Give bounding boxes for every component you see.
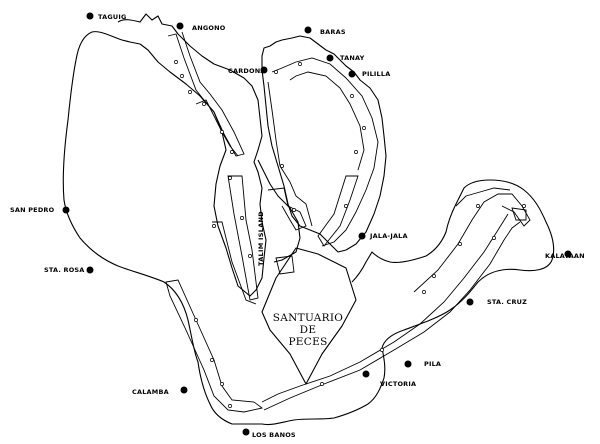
label-pililla: PILILLA xyxy=(362,70,390,78)
marker-pila xyxy=(404,360,412,368)
marker-tanay xyxy=(326,54,334,62)
label-sta-cruz: STA. CRUZ xyxy=(487,298,527,306)
label-cardona: CARDONA xyxy=(228,67,266,75)
label-talim-island: TALIM ISLAND xyxy=(257,211,265,266)
sanctuary-boundary xyxy=(261,247,357,385)
label-baras: BARAS xyxy=(320,28,346,36)
lake-shoreline xyxy=(62,13,555,426)
marker-angono xyxy=(176,22,184,30)
marker-cardona xyxy=(260,66,268,74)
town-markers xyxy=(62,12,572,436)
town-labels: TAGUIG ANGONO BARAS TANAY CARDONA PILILL… xyxy=(10,13,585,439)
label-pila: PILA xyxy=(424,360,441,368)
label-tanay: TANAY xyxy=(340,54,365,62)
label-calamba: CALAMBA xyxy=(132,388,169,396)
sanctuary-line-3: PECES xyxy=(288,336,327,348)
marker-jala-jala xyxy=(358,232,366,240)
label-san-pedro: SAN PEDRO xyxy=(10,206,55,214)
label-victoria: VICTORIA xyxy=(380,380,416,388)
fishpen-lanes xyxy=(165,31,531,413)
sanctuary-label: SANTUARIO DE PECES xyxy=(273,312,344,348)
label-kalayaan: KALAYAAN xyxy=(545,252,585,260)
sanctuary-line-2: DE xyxy=(300,324,317,336)
marker-sta-cruz xyxy=(466,298,474,306)
marker-sta-rosa xyxy=(86,266,94,274)
marker-pililla xyxy=(348,70,356,78)
marker-los-banos xyxy=(242,428,250,436)
label-taguig: TAGUIG xyxy=(98,13,127,21)
marker-san-pedro xyxy=(62,206,70,214)
marker-victoria xyxy=(362,370,370,378)
marker-baras xyxy=(304,26,312,34)
marker-kalayaan xyxy=(564,250,572,258)
marker-taguig xyxy=(86,12,94,20)
marker-calamba xyxy=(180,386,188,394)
lane-nodes xyxy=(174,60,526,408)
label-los-banos: LOS BANOS xyxy=(252,431,296,439)
peninsula-shoreline xyxy=(261,35,387,253)
label-angono: ANGONO xyxy=(192,24,226,32)
sanctuary-line-1: SANTUARIO xyxy=(273,312,344,324)
label-jala-jala: JALA-JALA xyxy=(369,232,408,240)
label-sta-rosa: STA. ROSA xyxy=(44,266,85,274)
